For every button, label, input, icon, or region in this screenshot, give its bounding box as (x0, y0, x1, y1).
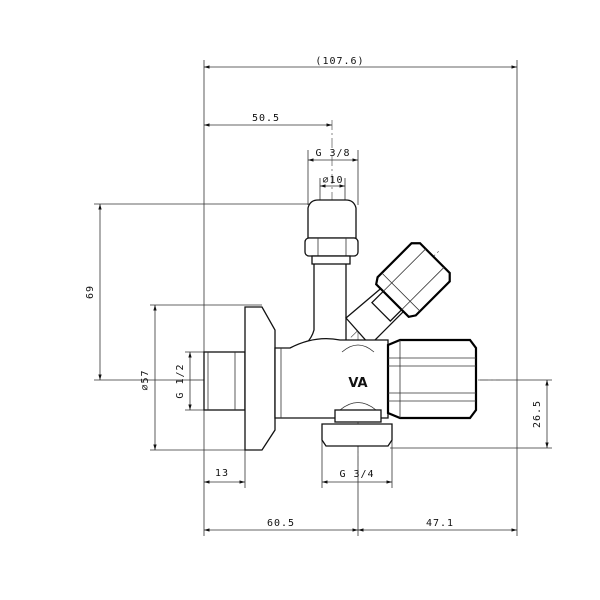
angled-handwheel (371, 242, 451, 322)
top-hex-nut (304, 237, 359, 257)
top-collar (311, 255, 351, 265)
va-marking: VA (348, 376, 367, 391)
dim-flange-diameter: ∅57 (140, 369, 151, 390)
dim-center-to-right: 47.1 (426, 518, 454, 529)
dim-height: 69 (85, 285, 96, 299)
dim-left-to-center: 60.5 (267, 518, 295, 529)
dimensions: (107.6) 50.5 G 3/8 ∅10 69 ∅57 G 1/2 13 G… (85, 56, 549, 532)
right-handwheel (386, 338, 478, 420)
dim-outlet-thread: G 3/4 (339, 469, 374, 480)
inlet-thread (203, 351, 246, 411)
dim-outlet-depth: 26.5 (532, 400, 543, 428)
outlet-neck (334, 409, 382, 423)
outlet-nut (321, 423, 393, 447)
dim-top-diameter: ∅10 (322, 175, 343, 186)
dim-overall-width: (107.6) (315, 56, 364, 67)
dim-top-offset: 50.5 (252, 113, 280, 124)
top-fitting (307, 199, 357, 239)
wall-flange (244, 306, 276, 451)
dim-inlet-length: 13 (215, 468, 229, 479)
valve-body: VA (203, 199, 478, 451)
dim-inlet-thread: G 1/2 (175, 363, 186, 398)
dim-top-thread: G 3/8 (315, 148, 350, 159)
